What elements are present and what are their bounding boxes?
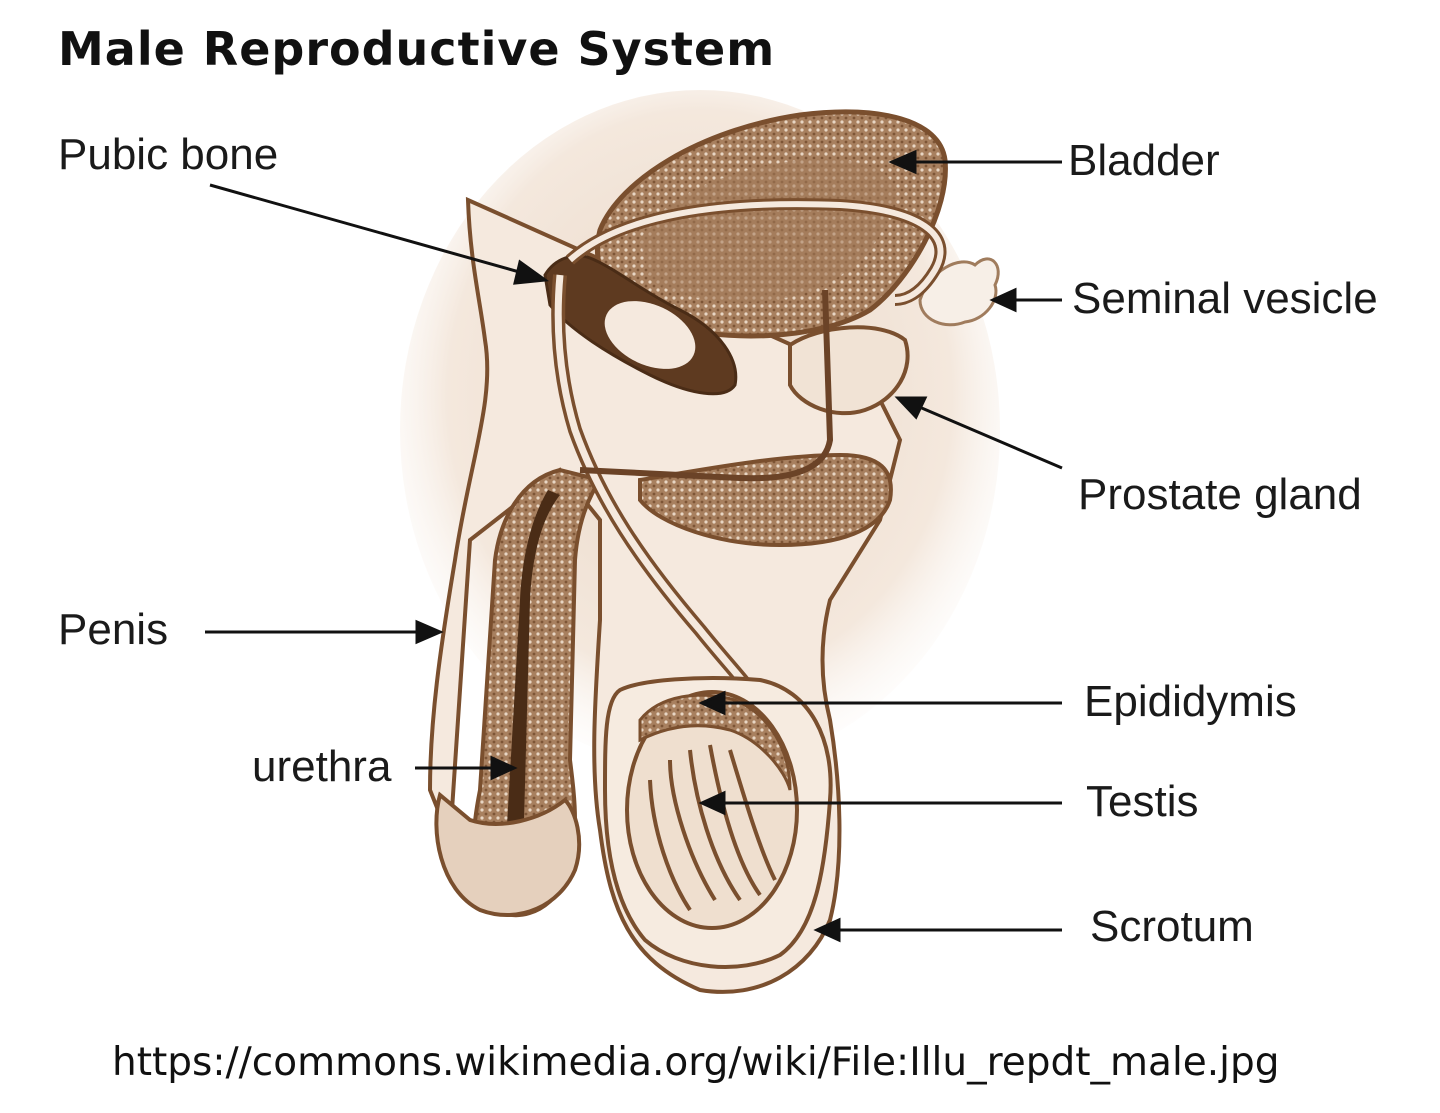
label-epididymis: Epididymis [1084, 677, 1297, 726]
urethra-channel [505, 490, 560, 895]
diagram-title: Male Reproductive System [58, 22, 776, 76]
label-scrotum: Scrotum [1090, 902, 1254, 951]
pubic-bone-hollow [604, 301, 696, 369]
seminal-vesicle-shape [918, 257, 1000, 327]
source-citation: https://commons.wikimedia.org/wiki/File:… [112, 1040, 1280, 1085]
label-bladder: Bladder [1068, 136, 1220, 185]
label-urethra: urethra [252, 742, 392, 791]
label-seminal-vesicle: Seminal vesicle [1072, 274, 1378, 323]
ejaculatory-duct [579, 289, 834, 482]
glans [434, 791, 582, 917]
label-pubic-bone: Pubic bone [58, 130, 279, 179]
testis-lobules [648, 744, 777, 912]
prostate-shape [788, 325, 910, 416]
epididymis-shape [638, 693, 792, 791]
bladder-inner [640, 159, 896, 303]
vas-deferens-top-inner [567, 201, 944, 303]
leader-arrows [205, 149, 1063, 943]
label-penis: Penis [58, 605, 169, 654]
label-testis: Testis [1086, 777, 1199, 826]
label-prostate-gland: Prostate gland [1078, 470, 1362, 519]
